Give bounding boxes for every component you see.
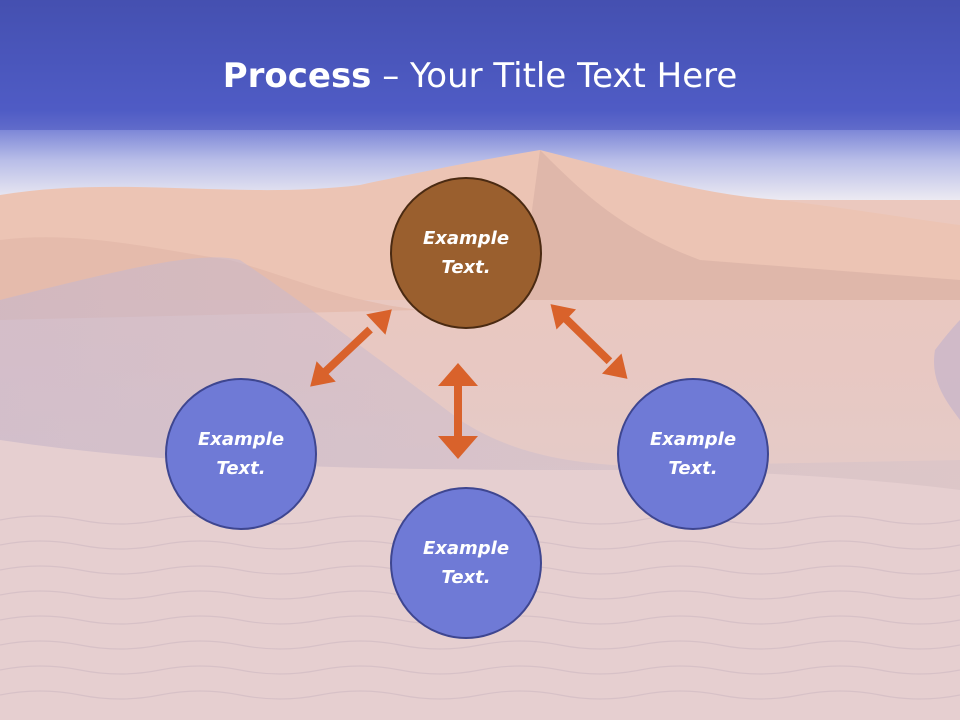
- node-bottom-line2: Text.: [441, 567, 491, 588]
- node-right-line1: Example: [649, 429, 737, 450]
- node-top-line2: Text.: [441, 257, 491, 278]
- title-rest: – Your Title Text Here: [371, 56, 738, 96]
- slide-title[interactable]: Process – Your Title Text Here: [0, 48, 960, 104]
- double-arrow-vertical[interactable]: [438, 363, 478, 459]
- node-left-line2: Text.: [216, 458, 266, 479]
- process-node-right[interactable]: Example Text.: [617, 378, 769, 530]
- node-bottom-line1: Example: [422, 538, 510, 559]
- node-left-line1: Example: [197, 429, 285, 450]
- double-arrow-left[interactable]: [301, 299, 402, 397]
- node-right-line2: Text.: [668, 458, 718, 479]
- process-node-left[interactable]: Example Text.: [165, 378, 317, 530]
- double-arrow-right[interactable]: [541, 294, 638, 389]
- title-bold: Process: [222, 56, 372, 96]
- process-node-bottom[interactable]: Example Text.: [390, 487, 542, 639]
- process-node-top[interactable]: Example Text.: [390, 177, 542, 329]
- node-top-line1: Example: [422, 228, 510, 249]
